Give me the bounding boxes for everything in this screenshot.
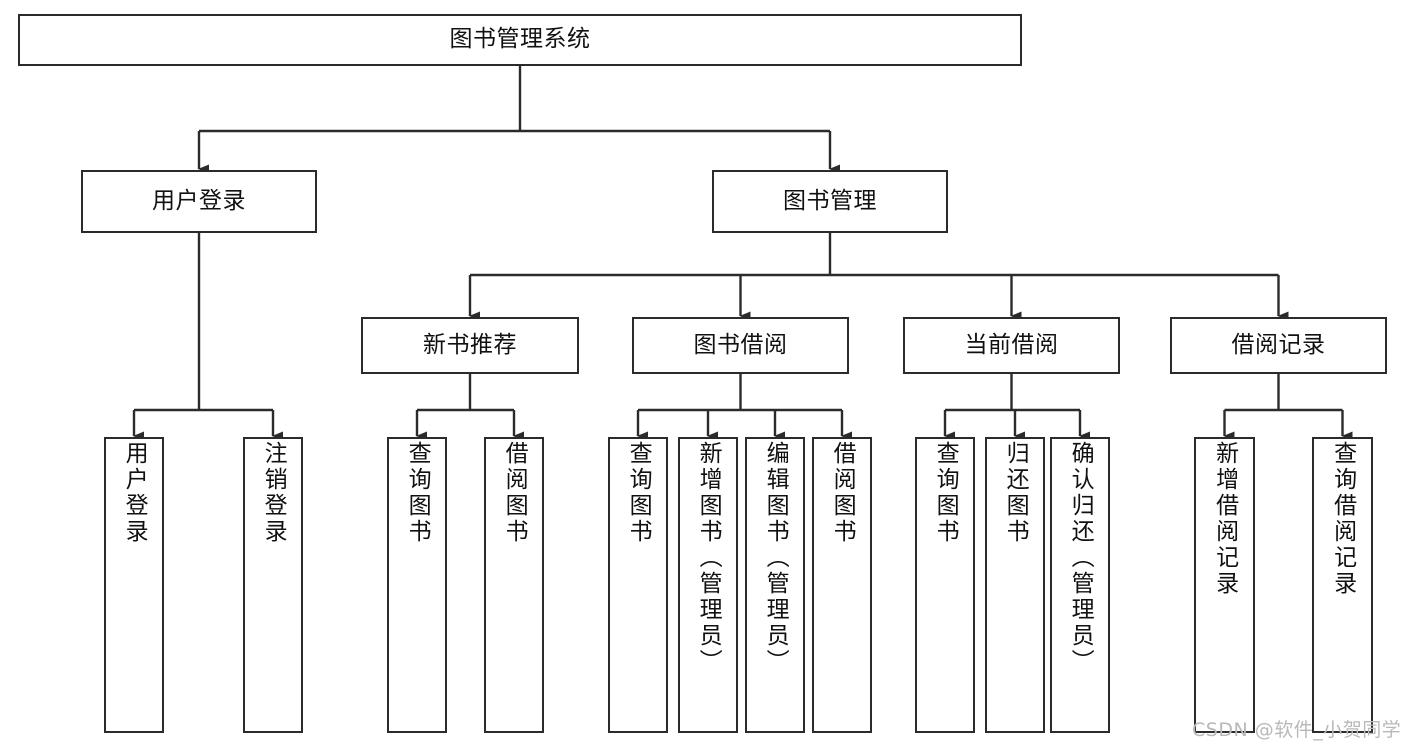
node-leaf-query-book-rec[interactable]: 查询图书 (387, 437, 447, 733)
node-leaf-logout[interactable]: 注销登录 (243, 437, 303, 733)
node-current-borrow[interactable]: 当前借阅 (903, 317, 1120, 374)
node-leaf-add-record[interactable]: 新增借阅记录 (1194, 437, 1255, 733)
node-label: 归还图书 (1002, 441, 1029, 545)
node-leaf-add-book[interactable]: 新增图书（管理员） (678, 437, 738, 733)
node-label: 借阅记录 (1231, 331, 1326, 358)
node-book-borrow[interactable]: 图书借阅 (632, 317, 849, 374)
node-label: 注销登录 (260, 441, 287, 545)
node-label: 确认归还（管理员） (1067, 441, 1094, 675)
node-leaf-user-login[interactable]: 用户登录 (104, 437, 164, 733)
node-label: 图书管理 (783, 187, 877, 214)
node-label: 当前借阅 (964, 331, 1059, 358)
node-label: 借阅图书 (829, 441, 856, 545)
node-user-login[interactable]: 用户登录 (81, 170, 317, 233)
node-label: 用户登录 (152, 187, 246, 214)
node-label: 图书借阅 (693, 331, 788, 358)
node-book-management[interactable]: 图书管理 (712, 170, 948, 233)
node-label: 新增借阅记录 (1211, 441, 1238, 597)
node-label: 查询图书 (625, 441, 652, 545)
node-label: 借阅图书 (501, 441, 528, 545)
node-root[interactable]: 图书管理系统 (18, 14, 1022, 66)
node-leaf-confirm-return[interactable]: 确认归还（管理员） (1050, 437, 1110, 733)
node-leaf-edit-book[interactable]: 编辑图书（管理员） (745, 437, 805, 733)
node-borrow-record[interactable]: 借阅记录 (1170, 317, 1387, 374)
node-label: 编辑图书（管理员） (762, 441, 789, 675)
node-label: 查询图书 (404, 441, 431, 545)
node-label: 图书管理系统 (449, 26, 591, 53)
node-leaf-query-book[interactable]: 查询图书 (608, 437, 668, 733)
node-label: 用户登录 (121, 441, 148, 545)
node-label: 新增图书（管理员） (695, 441, 722, 675)
node-leaf-borrow-book[interactable]: 借阅图书 (812, 437, 872, 733)
node-label: 新书推荐 (423, 331, 517, 358)
node-leaf-borrow-book-rec[interactable]: 借阅图书 (484, 437, 544, 733)
node-new-book-recommend[interactable]: 新书推荐 (361, 317, 579, 374)
node-label: 查询图书 (932, 441, 959, 545)
connector-group (132, 66, 1353, 441)
node-leaf-query-record[interactable]: 查询借阅记录 (1312, 437, 1373, 733)
node-leaf-return-book[interactable]: 归还图书 (985, 437, 1045, 733)
node-leaf-query-book-cur[interactable]: 查询图书 (915, 437, 975, 733)
node-label: 查询借阅记录 (1329, 441, 1356, 597)
